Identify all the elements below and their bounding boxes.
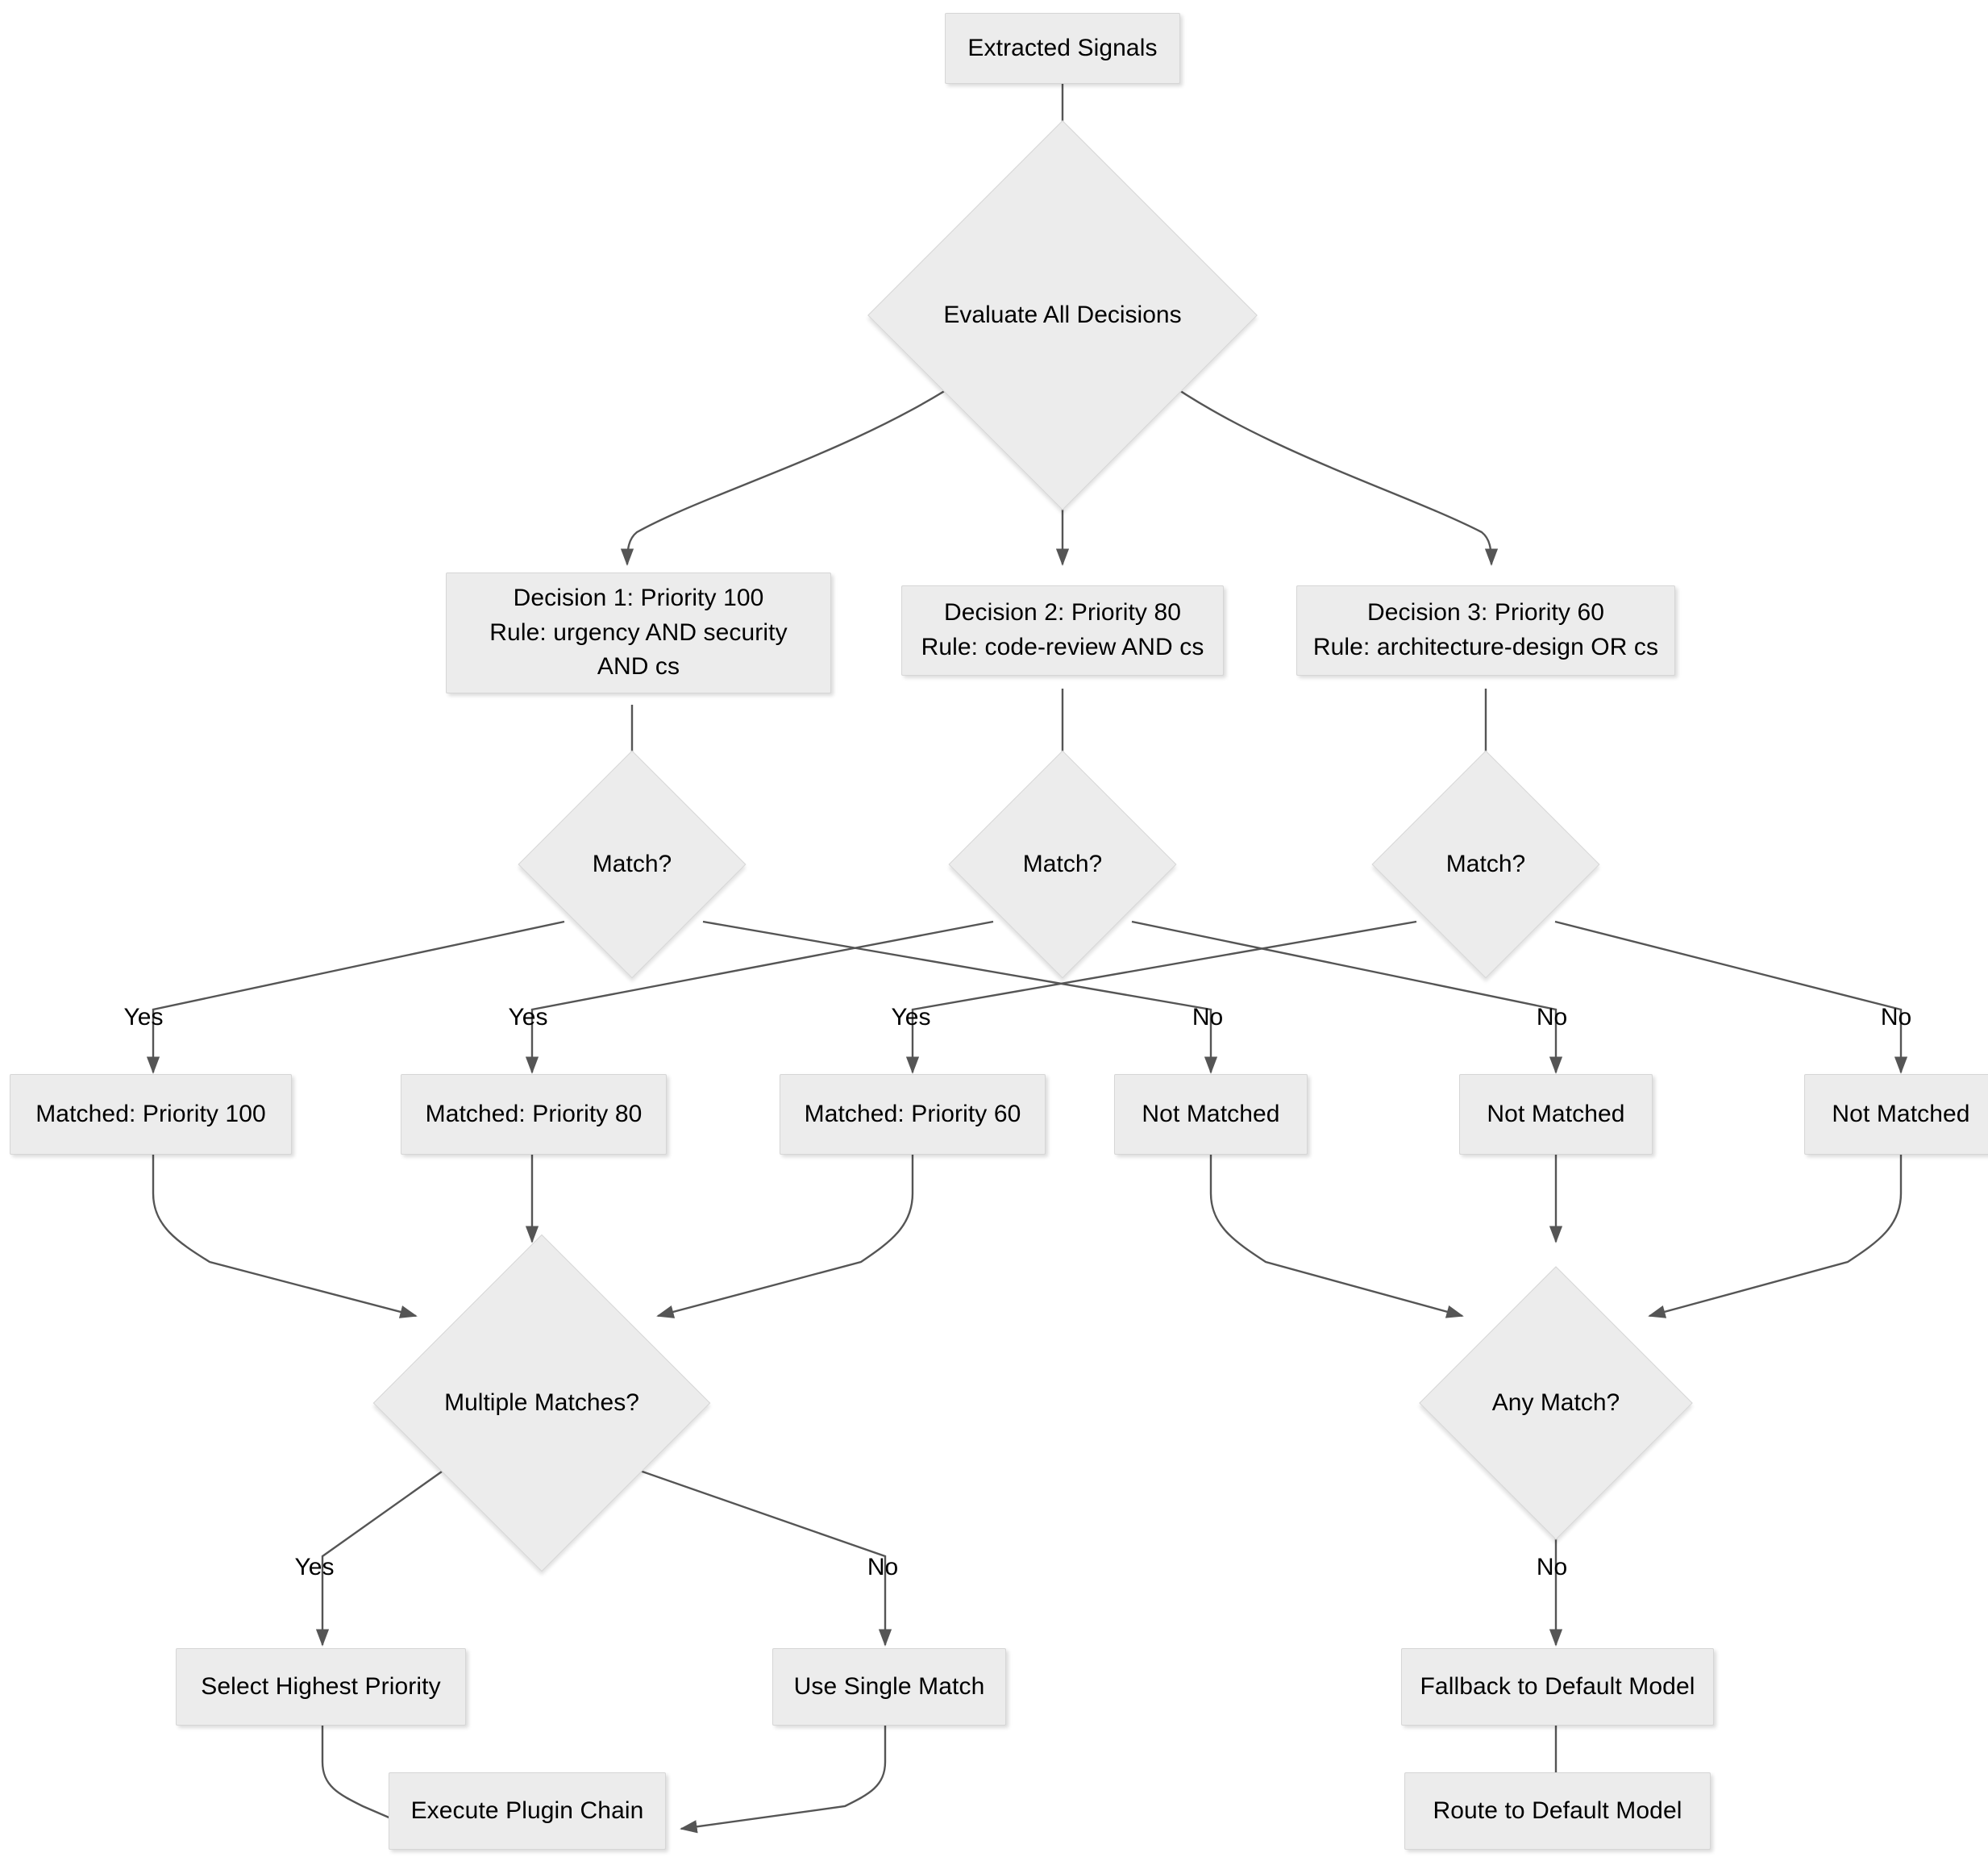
node-label: Multiple Matches? [444, 1389, 639, 1416]
node-matched-priority-100[interactable]: Matched: Priority 100 [10, 1074, 292, 1155]
node-label-line-2: Rule: code-review AND cs [921, 634, 1204, 660]
node-label: Select Highest Priority [201, 1672, 441, 1700]
edge-matched60-to-multiple [656, 1155, 914, 1318]
edge-label-multiple-yes: Yes [294, 1554, 335, 1580]
node-label: Evaluate All Decisions [943, 302, 1182, 328]
edge-label-any-no: No [1536, 1554, 1568, 1580]
node-label: Matched: Priority 60 [804, 1100, 1021, 1127]
node-fallback-to-default-model[interactable]: Fallback to Default Model [1401, 1648, 1714, 1726]
node-select-highest-priority[interactable]: Select Highest Priority [176, 1648, 466, 1726]
edge-match1-yes [146, 920, 565, 1074]
edge-label-yes-3: Yes [891, 1004, 931, 1031]
node-evaluate-all-decisions[interactable]: Evaluate All Decisions [867, 120, 1258, 510]
node-matched-priority-60[interactable]: Matched: Priority 60 [780, 1074, 1046, 1155]
node-matched-priority-80[interactable]: Matched: Priority 80 [401, 1074, 667, 1155]
edge-notmatched1-to-any [1209, 1155, 1464, 1318]
node-label: Use Single Match [793, 1672, 985, 1700]
edge-label-yes-1: Yes [123, 1004, 164, 1031]
node-label: Fallback to Default Model [1420, 1672, 1695, 1700]
node-label: Not Matched [1832, 1100, 1970, 1127]
node-label: Match? [1445, 851, 1526, 877]
node-decision-2[interactable]: Decision 2: Priority 80 Rule: code-revie… [901, 585, 1224, 676]
node-match-1[interactable]: Match? [518, 750, 747, 979]
node-decision-1[interactable]: Decision 1: Priority 100 Rule: urgency A… [446, 573, 831, 693]
node-label: Any Match? [1491, 1389, 1620, 1416]
edge-evaluate-to-decision1 [620, 378, 964, 566]
node-label: Match? [1022, 851, 1103, 877]
edge-match3-no [1554, 920, 1908, 1074]
node-label-line-3: AND cs [597, 653, 680, 681]
node-label: Not Matched [1142, 1100, 1280, 1127]
edge-label-no-3: No [1880, 1004, 1912, 1031]
node-label-line-1: Decision 1: Priority 100 [513, 585, 764, 612]
node-not-matched-1[interactable]: Not Matched [1114, 1074, 1308, 1155]
node-label: Not Matched [1487, 1100, 1625, 1127]
edge-label-yes-2: Yes [508, 1004, 548, 1031]
node-label: Matched: Priority 80 [425, 1100, 643, 1127]
node-label: Extracted Signals [967, 34, 1158, 61]
node-decision-3[interactable]: Decision 3: Priority 60 Rule: architectu… [1296, 585, 1675, 676]
node-not-matched-2[interactable]: Not Matched [1459, 1074, 1653, 1155]
node-label-line-2: Rule: urgency AND security [489, 618, 788, 646]
node-label: Match? [592, 851, 672, 877]
edge-notmatched3-to-any [1648, 1155, 1903, 1318]
node-route-to-default-model[interactable]: Route to Default Model [1404, 1772, 1711, 1850]
node-label: Matched: Priority 100 [35, 1100, 266, 1127]
node-execute-plugin-chain[interactable]: Execute Plugin Chain [389, 1772, 666, 1850]
edge-usesingle-to-execute [680, 1726, 887, 1834]
node-label-line-1: Decision 3: Priority 60 [1366, 599, 1605, 627]
node-match-2[interactable]: Match? [948, 750, 1177, 979]
node-use-single-match[interactable]: Use Single Match [772, 1648, 1006, 1726]
edge-evaluate-to-decision3 [1162, 378, 1499, 566]
edge-label-multiple-no: No [867, 1554, 899, 1580]
node-label-line-2: Rule: architecture-design OR cs [1312, 634, 1659, 660]
node-any-match[interactable]: Any Match? [1419, 1266, 1693, 1540]
edge-label-no-2: No [1536, 1004, 1568, 1031]
node-label: Execute Plugin Chain [410, 1797, 644, 1824]
node-multiple-matches[interactable]: Multiple Matches? [372, 1234, 711, 1572]
node-label: Route to Default Model [1433, 1797, 1682, 1824]
node-not-matched-3[interactable]: Not Matched [1804, 1074, 1988, 1155]
edge-label-no-1: No [1192, 1004, 1224, 1031]
node-extracted-signals[interactable]: Extracted Signals [945, 13, 1180, 84]
edge-matched100-to-multiple [152, 1155, 418, 1318]
node-match-3[interactable]: Match? [1371, 750, 1600, 979]
node-label-line-1: Decision 2: Priority 80 [943, 599, 1182, 627]
